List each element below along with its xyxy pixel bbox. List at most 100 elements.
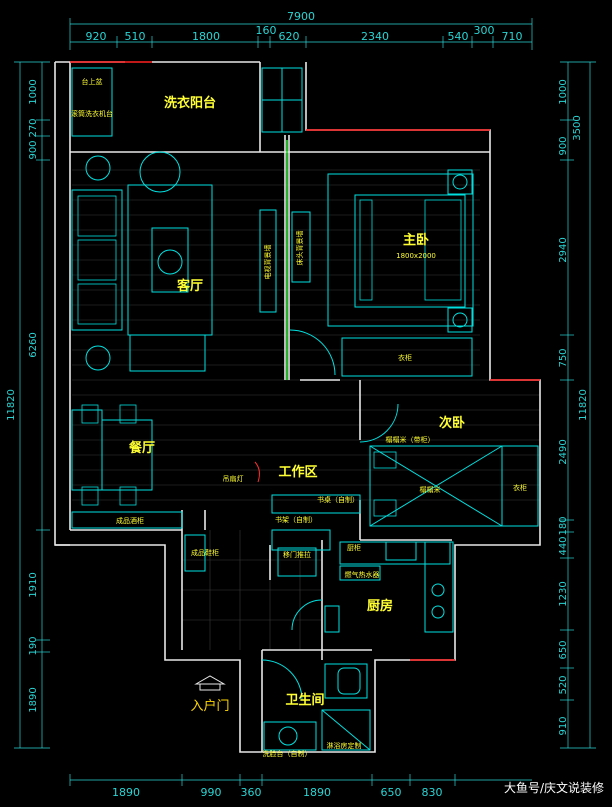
sliding-door-cabinet (277, 547, 317, 577)
washer-label: 滚筒洗衣机台 (71, 109, 113, 118)
ceiling-lamp-label: 吊扇灯 (223, 474, 244, 483)
right-dim-2: 3500 (572, 115, 583, 140)
overall-height-dim-right: 11820 (578, 389, 589, 421)
stove-counter (424, 541, 454, 633)
overall-width-dim: 7900 (287, 10, 315, 23)
desk-label: 书桌（自制） (317, 495, 359, 504)
washer-cabinet (71, 67, 113, 137)
watermark: 大鱼号/庆文说装修 (504, 780, 604, 795)
dining-table (101, 419, 153, 491)
bottom-dim-5: 650 (381, 786, 402, 799)
shower (321, 709, 371, 751)
shoe-cabinet (184, 534, 206, 572)
entry-arrow-icon (194, 675, 226, 685)
water-heater (339, 565, 381, 581)
right-dim-6: 2490 (558, 439, 569, 464)
right-dim-5: 750 (558, 348, 569, 367)
side-table-bottom (85, 345, 111, 371)
right-dim-4: 2940 (558, 237, 569, 262)
closet (501, 445, 539, 527)
left-dim-4: 6260 (28, 332, 39, 357)
bathroom-label: 卫生间 (285, 692, 324, 708)
master-bedroom-label: 主卧 (403, 232, 429, 248)
dining-bench (71, 409, 103, 491)
rug-bottom (129, 334, 206, 372)
closet-label: 衣柜 (513, 483, 527, 492)
right-dim-12: 910 (558, 716, 569, 735)
walls (54, 61, 541, 753)
ceiling-lamp-mark (254, 461, 260, 483)
bookshelf (271, 529, 331, 551)
water-heater-label: 燃气热水器 (345, 570, 380, 579)
left-dim-5: 1910 (28, 572, 39, 597)
vanity (263, 721, 317, 751)
bottom-dim-2: 990 (201, 786, 222, 799)
living-room-label: 客厅 (177, 278, 203, 294)
wardrobe-label: 衣柜 (398, 353, 412, 362)
right-dim-10: 650 (558, 640, 569, 659)
right-dim-7: 180 (558, 516, 569, 535)
master-bed (354, 194, 466, 308)
fridge (324, 605, 340, 633)
top-dim-3: 1800 (192, 30, 220, 43)
second-bedroom-label: 次卧 (439, 415, 465, 431)
right-dim-1: 1000 (558, 79, 569, 104)
vanity-label: 洗脸台（自制） (263, 749, 312, 758)
tv-cabinet (259, 209, 277, 313)
top-dim-2: 510 (125, 30, 146, 43)
sofa (71, 189, 123, 331)
shoe-cabinet-label: 成品鞋柜 (191, 548, 219, 557)
bathroom-door-arc (261, 659, 303, 701)
right-dim-11: 520 (558, 675, 569, 694)
sliding-door-label: 移门推拉 (283, 550, 311, 559)
entry-door-label: 入户门 (190, 698, 229, 714)
wine-cabinet-label: 成品酒柜 (116, 516, 144, 525)
laundry-balcony-label: 洗衣阳台 (164, 95, 216, 111)
left-dim-3: 900 (28, 140, 39, 159)
work-area-label: 工作区 (278, 464, 317, 480)
left-dim-6: 190 (28, 636, 39, 655)
tatami-bed-label: 榻榻米 (420, 485, 441, 494)
tv-wall-label: 电视背景墙 (263, 245, 272, 280)
kitchen-door-arc (291, 599, 323, 631)
headboard-wall-label: 床头背景墙 (295, 231, 304, 266)
kitchen-label: 厨房 (367, 598, 393, 614)
master-bed-area (327, 173, 474, 327)
master-door-arc (289, 329, 336, 376)
armchair (139, 151, 181, 193)
bottom-dim-3: 360 (241, 786, 262, 799)
second-door-arc (359, 403, 399, 443)
side-table-top (85, 155, 111, 181)
coffee-table (151, 227, 189, 293)
toilet (337, 667, 361, 695)
shower-label: 淋浴房定制 (327, 741, 362, 750)
tatami-label: 榻榻米（带柜） (386, 435, 435, 444)
master-wardrobe (341, 337, 473, 377)
bed-size-label: 1800x2000 (396, 252, 436, 260)
toilet-area (324, 663, 368, 699)
nightstand-top (447, 169, 473, 195)
top-dim-8: 300 (474, 24, 495, 37)
overall-height-dim-left: 11820 (6, 389, 17, 421)
pantry-label: 厨柜 (347, 543, 361, 552)
wine-cabinet (71, 511, 183, 529)
dining-room-label: 餐厅 (128, 440, 155, 456)
nightstand-bottom (447, 307, 473, 333)
desk (271, 494, 361, 514)
bottom-dim-1: 1890 (112, 786, 140, 799)
left-dim-7: 1890 (28, 687, 39, 712)
bottom-dim-6: 830 (422, 786, 443, 799)
top-dim-5: 620 (279, 30, 300, 43)
top-dim-6: 2340 (361, 30, 389, 43)
floor-hatching (72, 169, 540, 650)
sink (385, 541, 417, 561)
left-dim-1: 1000 (28, 79, 39, 104)
bottom-dim-4: 1890 (303, 786, 331, 799)
top-dim-7: 540 (448, 30, 469, 43)
counter-basin-label: 台上盆 (82, 77, 103, 86)
wall-cabinet (291, 211, 311, 283)
right-dim-8: 440 (558, 536, 569, 555)
bookshelf-label: 书架（自制） (275, 515, 317, 524)
top-dim-4: 160 (256, 24, 277, 37)
